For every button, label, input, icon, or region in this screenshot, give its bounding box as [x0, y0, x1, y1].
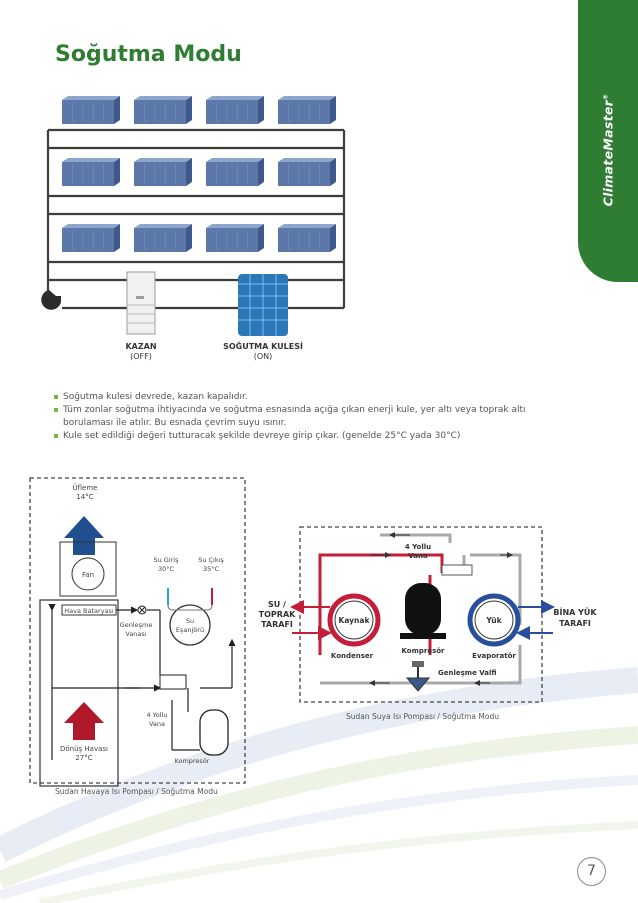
water-diagram-caption: Sudan Suya Isı Pompası / Soğutma Modu	[346, 712, 499, 721]
supply-label-line1: Üfleme	[73, 483, 98, 492]
load-label: Yük	[485, 616, 502, 625]
tower-label: SOĞUTMA KULESİ	[223, 340, 303, 351]
zone-units	[62, 96, 336, 252]
kazan-state: (OFF)	[130, 352, 152, 361]
zone-heat-pump-unit	[134, 96, 192, 124]
zone-heat-pump-unit	[206, 96, 264, 124]
zone-heat-pump-unit	[278, 158, 336, 186]
zone-heat-pump-unit	[278, 224, 336, 252]
unit-boundary	[29, 477, 246, 784]
expansion-valve-icon	[405, 661, 431, 692]
system-diagram: KAZAN (OFF) SOĞUTMA KULESİ (ON)	[41, 96, 346, 361]
hx-label-line2: Eşanjörü	[176, 626, 204, 634]
brand-tab: ClimateMaster®	[578, 0, 638, 282]
building-side-line1: BİNA YÜK	[553, 607, 597, 617]
compressor-icon	[405, 583, 441, 635]
valve-label-line1: 4 Yollu	[405, 543, 431, 551]
valve-label-line2: Vana	[408, 552, 428, 560]
zone-heat-pump-unit	[206, 224, 264, 252]
condenser-coil	[327, 593, 381, 647]
water-heat-exchanger	[167, 588, 213, 646]
zone-heat-pump-unit	[134, 224, 192, 252]
water-out-label-line1: Su Çıkış	[198, 556, 224, 564]
water-out-label-line2: 35°C	[203, 565, 220, 573]
pump-icon	[41, 290, 61, 310]
water-in-label-line1: Su Giriş	[153, 556, 179, 564]
evaporator-coil	[467, 593, 521, 647]
source-side-line3: TARAFI	[261, 620, 293, 629]
coil-label: Hava Bataryası	[64, 607, 114, 615]
condenser-label: Kondenser	[331, 652, 374, 660]
kazan-icon	[126, 271, 156, 335]
return-label-line1: Dönüş Havası	[60, 745, 108, 753]
supply-label-line2: 14°C	[76, 493, 93, 501]
return-label-line2: 27°C	[75, 754, 92, 762]
zone-heat-pump-unit	[62, 158, 120, 186]
evaporator-label: Evaporatör	[472, 652, 516, 660]
air-handler-cabinet	[39, 599, 119, 787]
compressor-icon	[199, 709, 229, 756]
bullet-item: Tüm zonlar soğutma ihtiyacında ve soğutm…	[54, 404, 574, 429]
fan-icon	[59, 541, 117, 597]
page-title: Soğutma Modu	[55, 42, 242, 67]
reversing-valve-icon	[441, 564, 473, 576]
building-side-line2: TARAFI	[559, 619, 591, 628]
source-side-line1: SU /	[268, 600, 286, 609]
bullet-list: Soğutma kulesi devrede, kazan kapalıdır.…	[54, 391, 574, 443]
air-diagram-caption: Sudan Havaya Isı Pompası / Soğutma Modu	[55, 787, 218, 796]
kazan-label: KAZAN	[125, 342, 156, 351]
fan-label: Fan	[82, 571, 94, 579]
supply-air-arrow	[64, 516, 104, 555]
zone-heat-pump-unit	[62, 224, 120, 252]
bullet-item: Soğutma kulesi devrede, kazan kapalıdır.	[54, 391, 574, 404]
hx-label-line1: Su	[186, 617, 194, 625]
source-side-line2: TOPRAK	[259, 610, 296, 619]
zone-heat-pump-unit	[62, 96, 120, 124]
background-swoosh	[0, 667, 638, 903]
water-to-air-diagram: Üfleme 14°C Fan Hava Bataryası Genleşme …	[29, 477, 246, 796]
unit-boundary	[299, 526, 543, 703]
valve-label-line2: Vana	[149, 720, 165, 728]
water-to-water-diagram: Kaynak Kondenser Yük Evaporatör Kompresö…	[259, 526, 597, 721]
expansion-valve-icon	[137, 605, 147, 615]
valve-label-line1: 4 Yollu	[146, 711, 167, 719]
expansion-valve-label: Genleşme Valfi	[438, 669, 497, 677]
water-in-label-line2: 30°C	[158, 565, 175, 573]
zone-heat-pump-unit	[134, 158, 192, 186]
bullet-item: Kule set edildiği değeri tutturacak şeki…	[54, 430, 574, 443]
cooling-tower-icon	[238, 274, 288, 336]
tower-state: (ON)	[254, 352, 273, 361]
expansion-label-line2: Vanası	[125, 630, 146, 638]
compressor-label: Kompresör	[175, 757, 210, 765]
source-label: Kaynak	[339, 616, 371, 625]
zone-heat-pump-unit	[278, 96, 336, 124]
compressor-label: Kompresör	[401, 647, 445, 655]
return-air-arrow	[64, 702, 104, 740]
reversing-valve-icon	[159, 674, 187, 690]
expansion-label-line1: Genleşme	[120, 621, 153, 629]
page-number: 7	[577, 857, 606, 886]
zone-heat-pump-unit	[206, 158, 264, 186]
